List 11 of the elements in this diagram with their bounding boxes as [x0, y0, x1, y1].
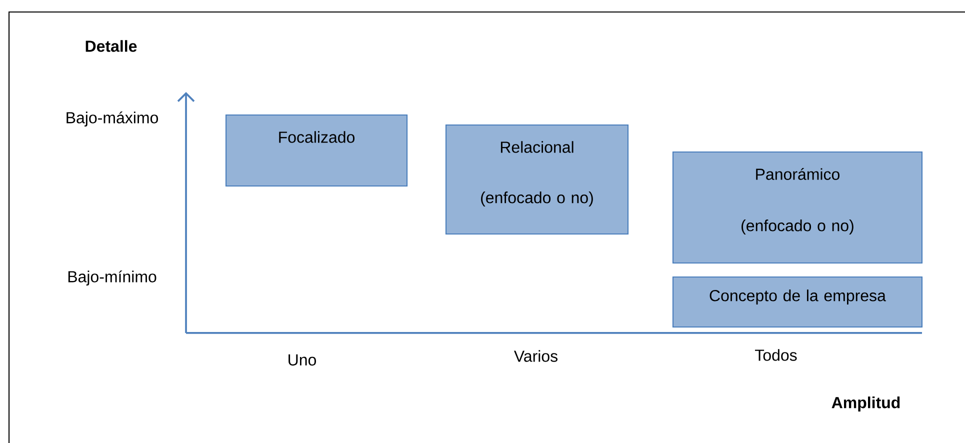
axis-label: Bajo-mínimo — [68, 270, 156, 286]
axis-label: Bajo-máximo — [66, 111, 158, 127]
category-box: Focalizado — [225, 114, 408, 187]
axis-title: Amplitud — [832, 396, 900, 412]
category-box: Panorámico (enfocado o no) — [672, 151, 923, 264]
axis-label: Varios — [514, 350, 558, 362]
axis-title: Detalle — [86, 40, 137, 52]
category-box: Relacional (enfocado o no) — [445, 124, 629, 235]
axis-label: Uno — [288, 354, 316, 366]
category-box: Concepto de la empresa — [672, 276, 923, 328]
axis-label: Todos — [755, 349, 797, 361]
